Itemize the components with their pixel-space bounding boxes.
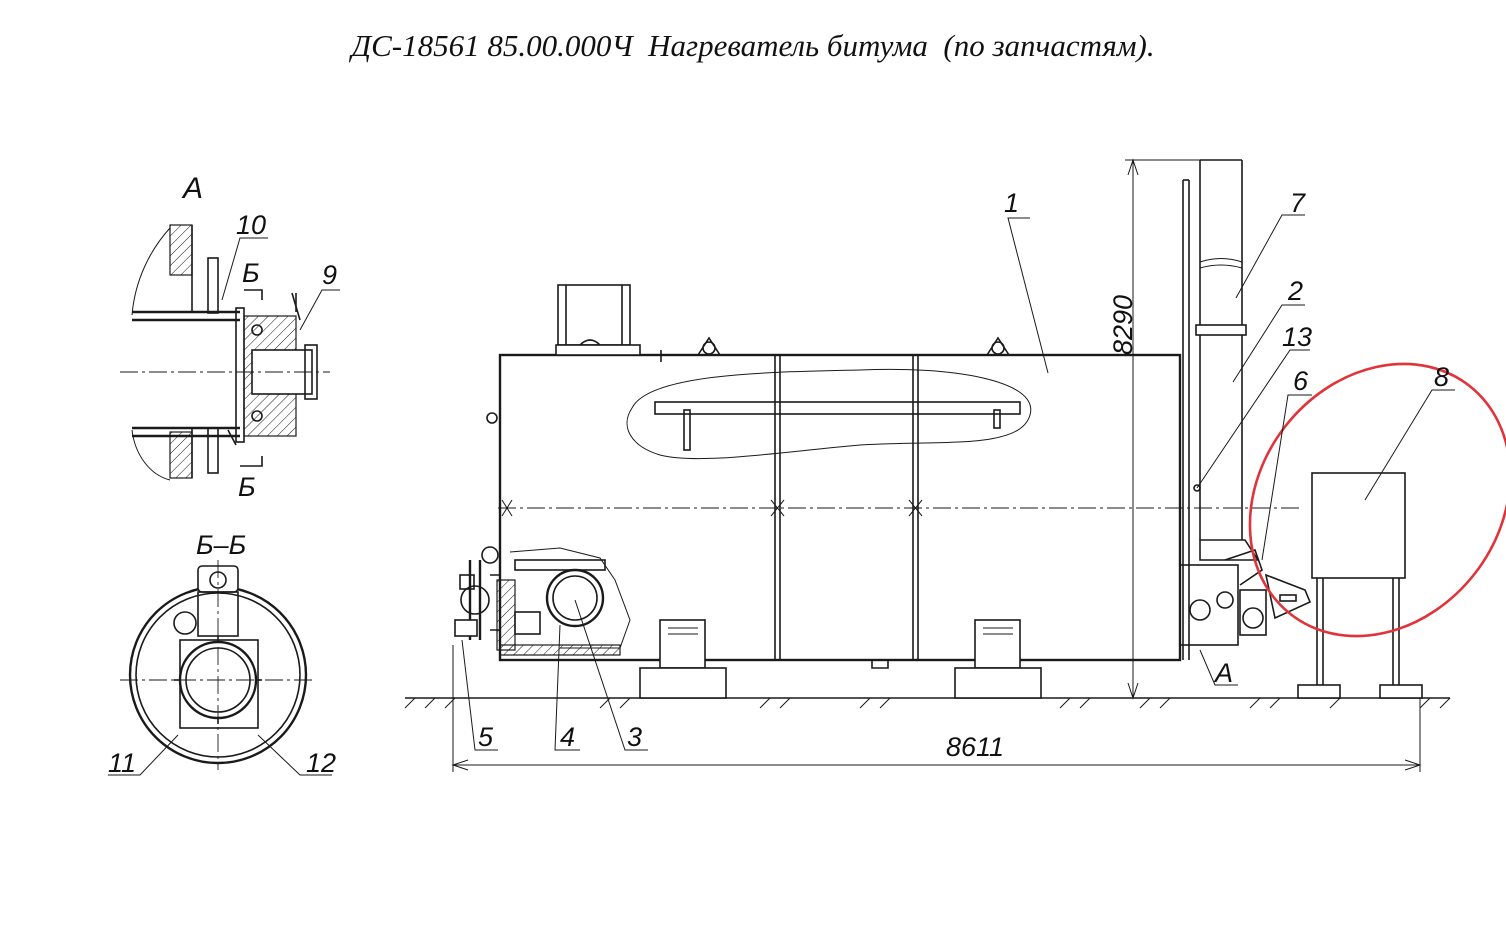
- tank-body: [498, 353, 1182, 662]
- cabinet-box: [1311, 472, 1406, 579]
- page-title: ДС-18561 85.00.000Ч Нагреватель битума (…: [351, 28, 1155, 63]
- leader-12: [257, 734, 332, 776]
- foundation-right: [954, 667, 1042, 699]
- leader-detail-a: [1199, 649, 1238, 686]
- part-label-6: 6: [1293, 366, 1309, 396]
- leader-13: [1196, 349, 1310, 489]
- highlight-ellipse: [1248, 362, 1506, 638]
- part-label-7: 7: [1290, 188, 1306, 218]
- main-elevation-view: 8290 8611 1 7 2 13 6 8 А 5 4 3: [404, 158, 1506, 772]
- support-right: [974, 619, 1021, 669]
- section-mark-bottom: Б: [238, 472, 256, 502]
- support-left: [659, 619, 706, 669]
- burner-pump: [460, 585, 490, 615]
- leader-1: [1007, 217, 1049, 374]
- rear-burner-group: [1179, 548, 1312, 646]
- foundation-left: [639, 667, 727, 699]
- section-bb-view: Б–Б 11 12: [108, 530, 336, 778]
- leader-8: [1364, 389, 1455, 501]
- leader-6: [1261, 394, 1312, 561]
- leader-10: [221, 237, 268, 301]
- chimney: [1182, 159, 1260, 660]
- chute: [1264, 573, 1312, 620]
- part-label-9: 9: [322, 260, 337, 290]
- control-cabinet: [1297, 472, 1423, 699]
- detail-a-view: А Б Б 10 9: [120, 172, 340, 502]
- flange: [235, 307, 245, 443]
- top-manhole: [555, 284, 641, 356]
- leader-2: [1232, 304, 1305, 383]
- section-mark-top: Б: [242, 258, 260, 288]
- leader-5: [461, 639, 498, 751]
- detail-a-break-line: [131, 227, 171, 481]
- leader-9: [299, 289, 340, 331]
- valve: [454, 619, 478, 637]
- leader-3: [574, 599, 648, 751]
- section-bb-label: Б–Б: [196, 530, 246, 560]
- chimney-flange: [1195, 324, 1247, 336]
- dimension-length: 8611: [946, 732, 1004, 762]
- part-label-3: 3: [627, 722, 642, 752]
- detail-a-label: А: [181, 172, 203, 205]
- part-label-10: 10: [236, 210, 266, 240]
- part-label-4: 4: [560, 722, 575, 752]
- internal-heating-pipe: [654, 401, 1021, 415]
- tank-cutaway: [626, 368, 1032, 460]
- leader-11: [108, 734, 179, 776]
- part-label-11: 11: [108, 748, 136, 778]
- detail-a-reference: А: [1213, 658, 1233, 688]
- wall-insulation-bottom: [169, 431, 193, 479]
- dimension-height: 8290: [1108, 295, 1138, 355]
- firebox-assembly: [454, 546, 631, 656]
- part-label-5: 5: [478, 722, 494, 752]
- leader-7: [1235, 214, 1305, 299]
- fire-tube: [545, 568, 605, 628]
- ground-hatch: [404, 697, 1451, 709]
- leader-4: [554, 624, 580, 751]
- part-label-13: 13: [1282, 322, 1312, 352]
- wall-insulation-top: [169, 224, 193, 276]
- part-label-2: 2: [1287, 276, 1303, 306]
- part-label-1: 1: [1004, 188, 1019, 218]
- part-label-12: 12: [306, 748, 336, 778]
- part-label-8: 8: [1434, 362, 1449, 392]
